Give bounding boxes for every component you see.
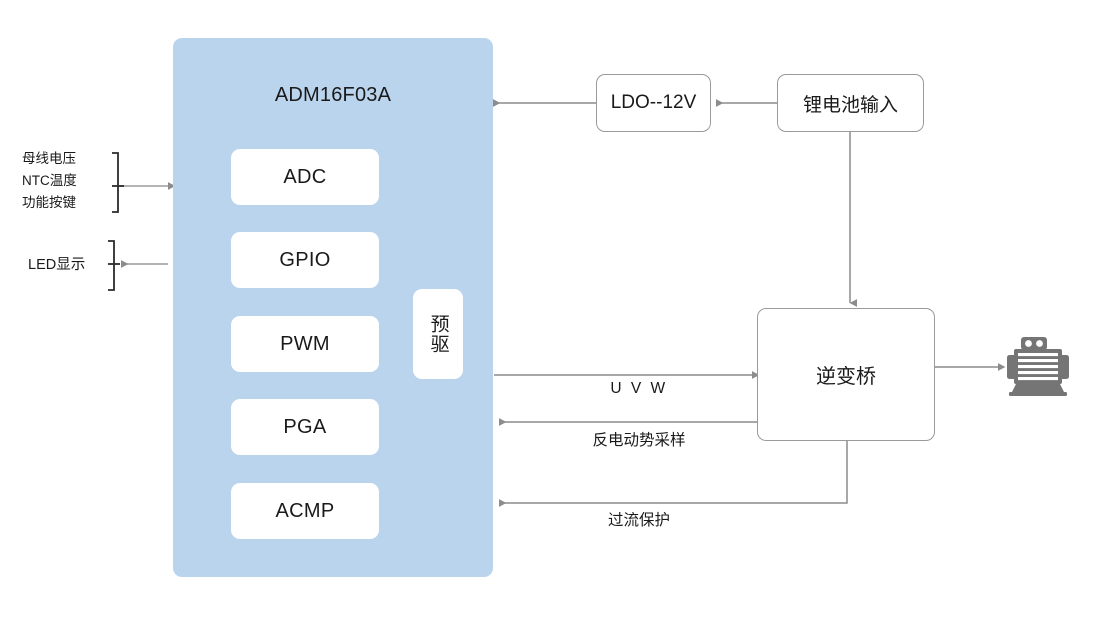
ldo-box[interactable]: LDO--12V bbox=[596, 74, 711, 132]
input-label-ntc-temperature: NTC温度 bbox=[22, 173, 77, 188]
motor-icon bbox=[1007, 337, 1069, 396]
mcu-block-gpio[interactable]: GPIO bbox=[231, 232, 379, 288]
input-label-function-key: 功能按键 bbox=[22, 195, 76, 210]
mcu-block-acmp[interactable]: ACMP bbox=[231, 483, 379, 539]
signal-label-back-emf: 反电动势采样 bbox=[592, 432, 686, 449]
output-label-led-display: LED显示 bbox=[28, 257, 86, 273]
mcu-block-adc[interactable]: ADC bbox=[231, 149, 379, 205]
left-input-labels: 母线电压 NTC温度 功能按键 bbox=[22, 148, 108, 214]
signal-label-over-current: 过流保护 bbox=[607, 512, 670, 529]
mcu-title: ADM16F03A bbox=[274, 84, 392, 106]
mcu-block-pwm[interactable]: PWM bbox=[231, 316, 379, 372]
mcu-block-pga[interactable]: PGA bbox=[231, 399, 379, 455]
battery-input-box[interactable]: 锂电池输入 bbox=[777, 74, 924, 132]
predriver-block[interactable]: 预驱 bbox=[413, 289, 463, 379]
inverter-bridge-box[interactable]: 逆变桥 bbox=[757, 308, 935, 441]
signal-label-uvw: U V W bbox=[610, 380, 668, 397]
input-label-bus-voltage: 母线电压 bbox=[22, 151, 76, 166]
